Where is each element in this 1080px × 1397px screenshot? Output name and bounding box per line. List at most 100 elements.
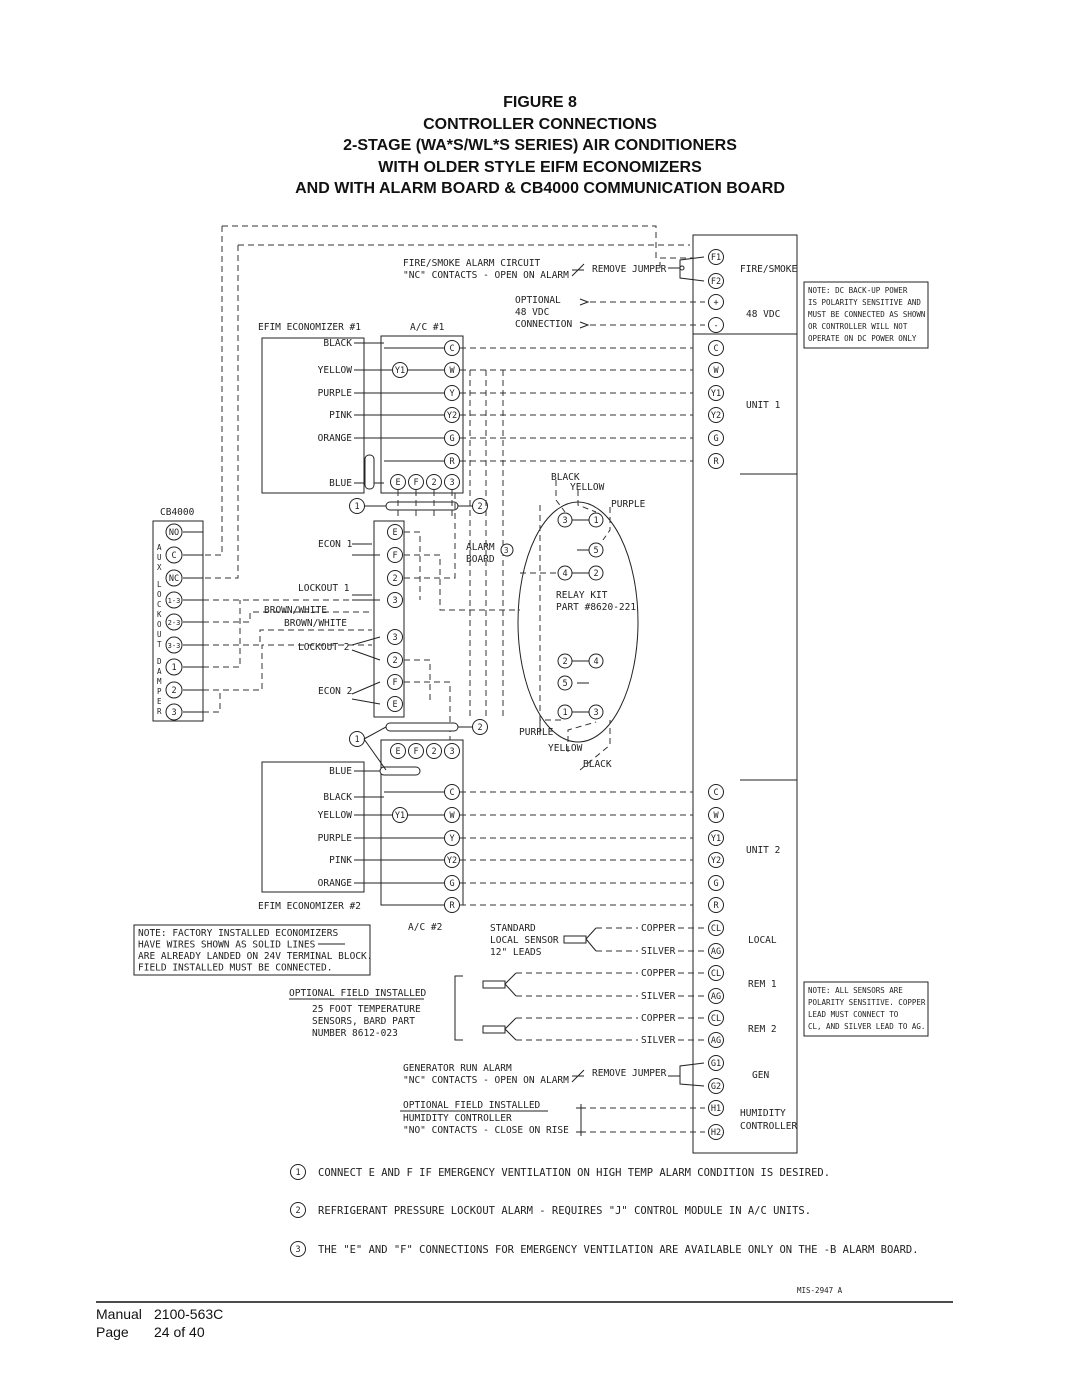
econ1-wire-5: BLUE: [329, 478, 352, 489]
generator-jumper: REMOVE JUMPER: [592, 1068, 667, 1079]
econ2-top-terminal-2: 2: [431, 747, 436, 757]
relay-terminal-9: 3: [593, 708, 598, 718]
controller-terminal-u2-9: AG: [711, 992, 721, 1002]
alarm-terminal-2-circle: [387, 570, 403, 586]
controller-terminal-u2-2: Y1: [711, 834, 721, 844]
unit2-label: UNIT 2: [746, 845, 780, 856]
cb4000-side-damper-3: P: [157, 687, 162, 696]
econ1-bottom-terminal-1-circle: [408, 474, 424, 490]
note-sensor-line-2: LEAD MUST CONNECT TO: [808, 1010, 899, 1019]
ac1-terminal-2: Y: [449, 389, 454, 399]
manual-label: Manual: [96, 1306, 142, 1322]
ref1-bottom: 1: [354, 735, 359, 745]
sensor-optional-2: 25 FOOT TEMPERATURE: [312, 1004, 421, 1015]
figure-titles: FIGURE 8 CONTROLLER CONNECTIONS 2-STAGE …: [0, 92, 1080, 200]
note-dc-line-4: OPERATE ON DC POWER ONLY: [808, 334, 917, 343]
cb4000-side-damper-5: R: [157, 707, 162, 716]
econ2-wire-3: PURPLE: [318, 833, 353, 844]
cb4000-terminal-3: 1-3: [168, 597, 181, 605]
note-dc-line-0: NOTE: DC BACK-UP POWER: [808, 286, 908, 295]
optional-vdc-3: CONNECTION: [515, 319, 572, 330]
cb4000-terminal-7: 2: [171, 686, 176, 696]
cb4000-terminal-7-circle: [165, 681, 183, 699]
note-dc-line-3: OR CONTROLLER WILL NOT: [808, 322, 908, 331]
alarm-terminal-1-circle: [387, 547, 403, 563]
figure-number: FIGURE 8: [503, 94, 577, 111]
alarm-board-strip: [373, 520, 405, 718]
sensor-silver-label-1: SILVER: [641, 946, 676, 957]
alarm-terminal-5-circle: [387, 652, 403, 668]
sensor-copper-label-2: COPPER: [641, 968, 676, 979]
lockout2-label: LOCKOUT 2: [298, 642, 349, 653]
econ2-y1: Y1: [395, 811, 405, 821]
econ2-top-terminal-3-circle: [444, 743, 460, 759]
note-factory-line-0: NOTE: FACTORY INSTALLED ECONOMIZERS: [138, 928, 338, 939]
ac1-label: A/C #1: [410, 322, 445, 333]
relay-terminal-7: 5: [562, 679, 567, 689]
controller-terminal-0: F1: [711, 253, 721, 263]
controller-terminal-u2-14: H1: [711, 1104, 721, 1114]
factory-note: NOTE: FACTORY INSTALLED ECONOMIZERSHAVE …: [138, 928, 373, 974]
sensor-optional-3: SENSORS, BARD PART: [312, 1016, 415, 1027]
relay-bottom-wire-1: PURPLE: [519, 727, 554, 738]
humidity-line1: OPTIONAL FIELD INSTALLED: [403, 1100, 541, 1111]
controller-terminal-u2-7: AG: [711, 947, 721, 957]
econ1-wire-4: ORANGE: [318, 433, 353, 444]
sensor-note-box: [803, 981, 929, 1037]
controller-terminal-u2-6: CL: [711, 924, 721, 934]
econ1-bottom-terminal-3-circle: [444, 474, 460, 490]
footnote-num-2: 3: [295, 1245, 300, 1255]
econ1-alarm-label: ECON 1: [318, 539, 353, 550]
cb4000-terminal-8-circle: [165, 703, 183, 721]
controller-terminal-u2-1-circle: [708, 807, 724, 823]
sensor-standard-1: STANDARD: [490, 923, 536, 934]
econ1-wire-3: PINK: [329, 410, 352, 421]
optional-vdc-2: 48 VDC: [515, 307, 549, 318]
cb4000-terminal-6-circle: [165, 658, 183, 676]
relay-terminal-3: 4: [562, 569, 567, 579]
alarm-terminal-5: 2: [392, 656, 397, 666]
controller-terminal-u2-5: R: [713, 901, 719, 911]
cb4000-terminal-1-circle: [165, 546, 183, 564]
controller-terminal-u2-4-circle: [708, 875, 724, 891]
controller-terminal-u2-14-circle: [708, 1100, 724, 1116]
figure-title-4: AND WITH ALARM BOARD & CB4000 COMMUNICAT…: [295, 180, 785, 197]
ac1-terminal-0-circle: [444, 340, 460, 356]
controller-terminal-8: G: [713, 434, 718, 444]
unit1-label: UNIT 1: [746, 400, 781, 411]
cb4000-side-damper-2: M: [157, 677, 162, 686]
controller-terminal-u2-12-circle: [708, 1055, 724, 1071]
controller-terminal-u2-13-circle: [708, 1078, 724, 1094]
rem1-label: REM 1: [748, 979, 777, 990]
econ2-top-terminal-1: F: [413, 747, 418, 757]
cb4000-side-aux-0: A: [157, 543, 162, 552]
controller-terminal-6-circle: [708, 385, 724, 401]
relay-kit-ellipse: [517, 501, 639, 743]
sensor-optional-1: OPTIONAL FIELD INSTALLED: [289, 988, 427, 999]
controller-terminal-u2-12: G1: [711, 1059, 721, 1069]
ac1-terminal-4: G: [449, 434, 454, 444]
cb4000-side-lockout-3: K: [157, 610, 162, 619]
econ2-title: EFIM ECONOMIZER #2: [258, 901, 361, 912]
econ1-bottom-terminal-2: 2: [431, 478, 436, 488]
controller-terminal-9-circle: [708, 453, 724, 469]
cb4000-terminal-4: 2-3: [168, 619, 181, 627]
relay-top-wire-1: BLACK: [551, 472, 580, 483]
cb4000-box: [152, 520, 204, 722]
controller-terminal-u2-9-circle: [708, 988, 724, 1004]
ref2-bottom: 2: [477, 723, 482, 733]
controller-terminal-5: W: [713, 366, 719, 376]
brown-white-2: BROWN/WHITE: [284, 618, 347, 629]
ac1-terminal-5-circle: [444, 453, 460, 469]
econ2-top-terminal-3: 3: [449, 747, 454, 757]
econ2-top-terminal-0: E: [395, 747, 400, 757]
controller-terminal-u2-3: Y2: [711, 856, 721, 866]
cb4000-side-lockout-4: O: [157, 620, 162, 629]
alarm-terminal-0-circle: [387, 524, 403, 540]
econ1-bottom-terminal-3: 3: [449, 478, 454, 488]
relay-top-wire-2: YELLOW: [570, 482, 605, 493]
ac2-terminal-5: R: [449, 901, 455, 911]
